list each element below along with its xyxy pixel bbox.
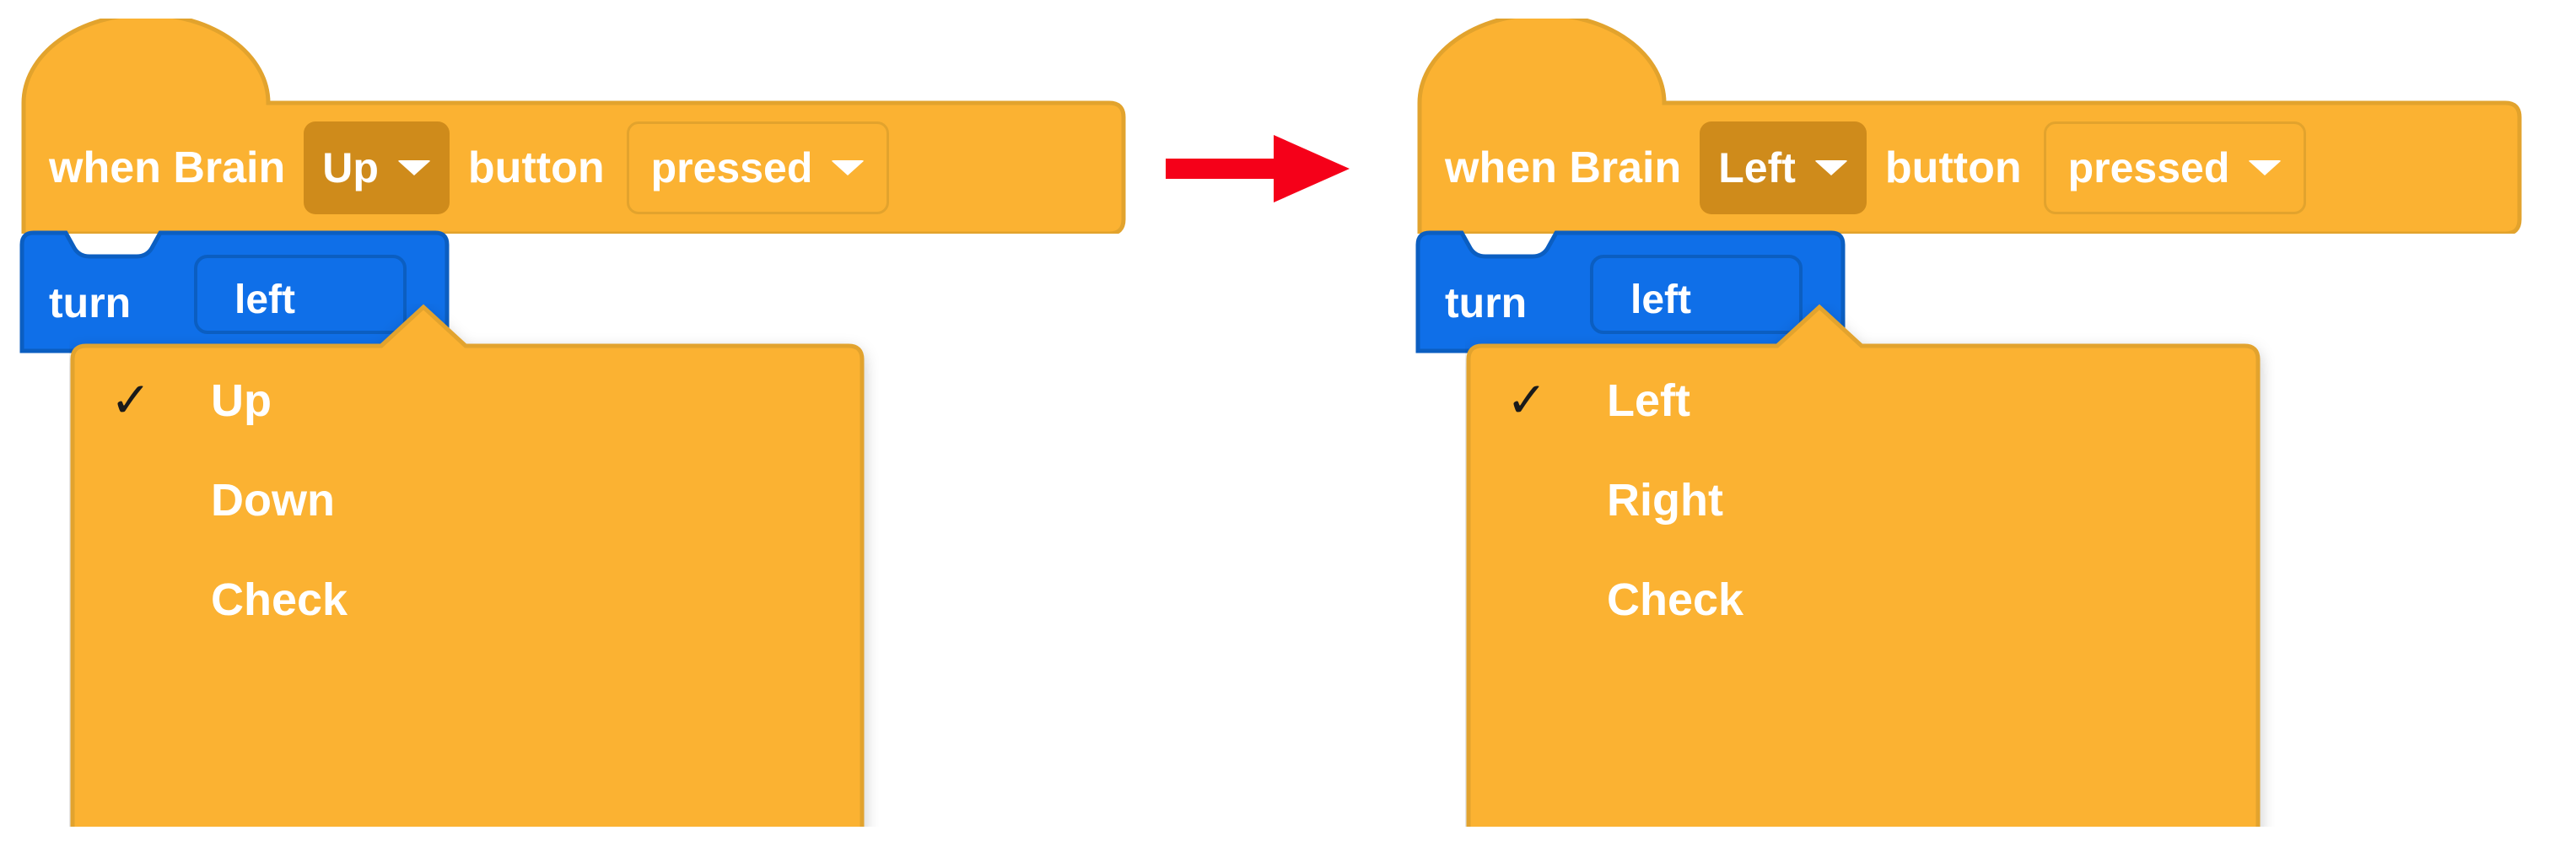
hat-block-when-brain-button[interactable]: when Brain Up button pressed [17,19,1130,234]
button-dropdown-value: Left [1718,144,1796,191]
dropdown-menu-items: ✓ Up Down Check [69,304,862,650]
state-dropdown-field[interactable]: pressed [626,121,890,214]
dropdown-menu[interactable]: ✓ Left Right Check [1465,304,2261,827]
hat-block-content: when Brain Up button pressed [17,109,890,227]
dropdown-menu-item[interactable]: Down [69,450,862,550]
dropdown-menu-item-label: Right [1607,475,1723,526]
dropdown-menu-item-label: Left [1607,375,1690,426]
stack-block-input-value: left [1630,278,1691,322]
hat-middle-label: button [1884,143,2022,192]
stack-block-input-field[interactable]: left [1590,255,1803,334]
dropdown-menu-item-label: Check [1607,574,1744,625]
state-dropdown-field[interactable]: pressed [2043,121,2307,214]
dropdown-menu-items: ✓ Left Right Check [1465,304,2258,650]
checkmark-icon: ✓ [1506,373,1548,428]
hat-middle-label: button [467,143,605,192]
caret-down-icon [831,160,865,175]
button-dropdown-value: Up [322,144,379,191]
stack-block-input-field[interactable]: left [194,255,407,334]
stack-block-label: turn [49,279,132,326]
stack-block-label: turn [1445,279,1528,326]
transition-arrow [1166,135,1350,202]
dropdown-menu-item[interactable]: ✓ Up [69,351,862,450]
dropdown-menu-item[interactable]: Right [1465,450,2258,550]
dropdown-menu-item-label: Up [211,375,272,426]
stack-block-turn[interactable]: turn left [1415,229,1846,354]
dropdown-menu-shape [1466,304,2261,827]
button-dropdown-field[interactable]: Left [1700,121,1867,214]
state-dropdown-value: pressed [650,144,813,191]
button-dropdown-field[interactable]: Up [304,121,450,214]
hat-block-when-brain-button[interactable]: when Brain Left button pressed [1413,19,2526,234]
dropdown-menu-item-label: Down [211,475,335,526]
panel-after: when Brain Left button pressed turn left [1396,0,2576,852]
caret-down-icon [1813,160,1848,175]
panel-before: when Brain Up button pressed turn left [0,0,1181,852]
stack-block-input-value: left [234,278,295,322]
hat-prefix-label: when Brain [1445,143,1682,192]
hat-block-content: when Brain Left button pressed [1413,109,2307,227]
checkmark-icon: ✓ [110,373,152,428]
stack-block-turn[interactable]: turn left [19,229,450,354]
dropdown-menu-shape [70,304,865,827]
dropdown-menu-item[interactable]: Check [1465,550,2258,650]
dropdown-menu-item[interactable]: ✓ Left [1465,351,2258,450]
dropdown-menu-item[interactable]: Check [69,550,862,650]
caret-down-icon [396,160,431,175]
hat-prefix-label: when Brain [49,143,286,192]
caret-down-icon [2248,160,2282,175]
dropdown-menu-item-label: Check [211,574,348,625]
state-dropdown-value: pressed [2067,144,2230,191]
dropdown-menu[interactable]: ✓ Up Down Check [69,304,865,827]
